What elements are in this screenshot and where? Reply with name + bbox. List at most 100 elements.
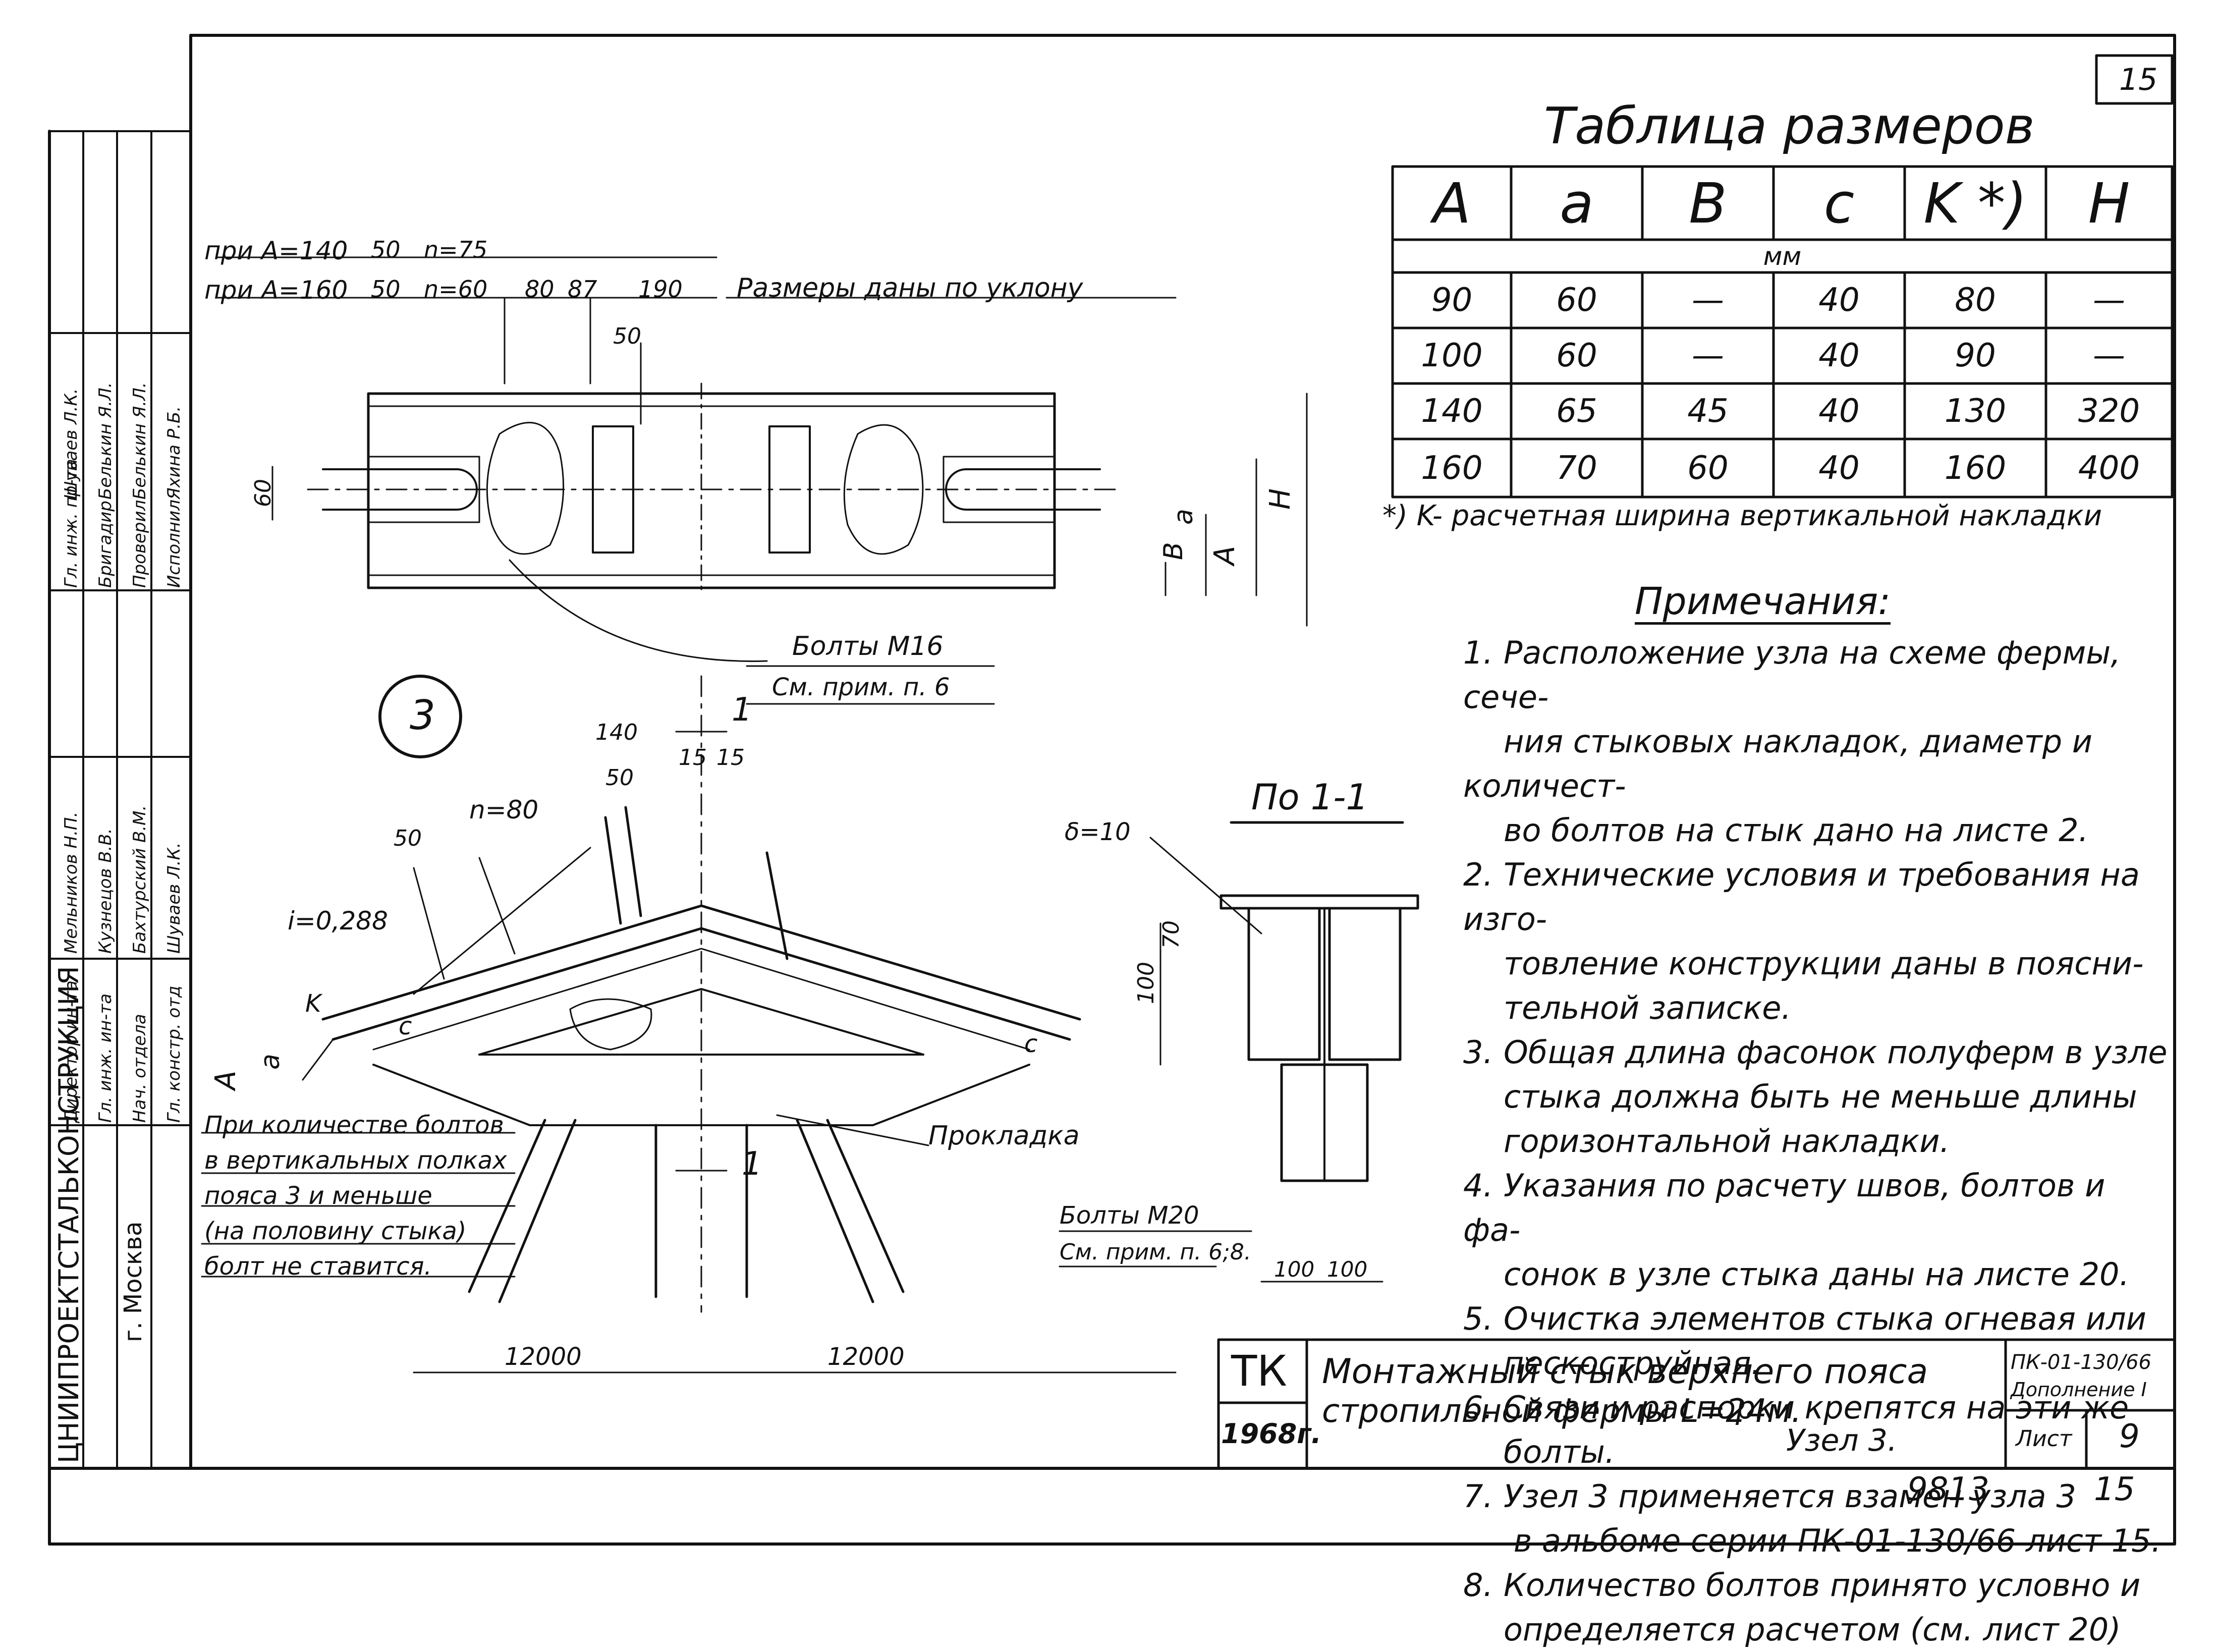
signature-text: Гл. инж. ин-та (95, 993, 116, 1123)
table-cell: 80 (1955, 282, 1996, 319)
signature-text: Шуваев Л.К. (164, 842, 184, 954)
note-line: определяется расчетом (см. лист 20) (1463, 1608, 2170, 1652)
drawing-canvas (48, 34, 2176, 1546)
table-cell: 65 (1556, 393, 1597, 430)
notes-title: Примечания: (1635, 583, 1891, 625)
elev-dim-c: c (399, 1012, 412, 1040)
signature-text: Яхина Р.Б. (164, 406, 184, 500)
table-cell: — (1692, 282, 1724, 319)
series-code: ПК-01-130/66 (2011, 1351, 2151, 1374)
table-units: мм (1763, 241, 1802, 271)
bolts-m20-ref: См. прим. п. 6;8. (1060, 1239, 1251, 1265)
note-text: Указания по расчету швов, болтов и фа- (1463, 1167, 2105, 1248)
note-line: товление конструкции даны в поясни- (1463, 942, 2170, 986)
table-header-H: H (2088, 171, 2130, 236)
dim-60v: 60 (250, 479, 276, 507)
bolt-note-line: болт не ставится. (204, 1252, 432, 1281)
elev-dim-n80: n=80 (469, 795, 539, 824)
table-cell: 130 (1944, 393, 2007, 430)
table-cell: 160 (1944, 449, 2007, 487)
dim-190: 190 (638, 276, 683, 303)
dim-a140-label: при A=140 (204, 236, 348, 265)
table-cell: — (2093, 282, 2125, 319)
signature-text: Бахтурский В.М. (130, 805, 150, 954)
table-title: Таблица размеров (1544, 96, 2035, 155)
title-block-grid (1217, 1338, 2176, 1470)
note-text: Очистка элементов стыка огневая или (1504, 1300, 2146, 1337)
note-number: 8. (1463, 1567, 1493, 1604)
elev-dim-15b: 15 (716, 745, 745, 770)
table-header-a: a (1560, 171, 1594, 236)
table-cell: 140 (1421, 393, 1483, 430)
note-line: во болтов на стык дано на листе 2. (1463, 808, 2170, 853)
dim-80: 80 (525, 276, 555, 303)
table-cell: — (2093, 337, 2125, 374)
tk-year: 1968г. (1221, 1418, 1322, 1450)
table-cell: 90 (1955, 337, 1996, 374)
section-delta: δ=10 (1065, 818, 1131, 846)
notes-list: 1.Расположение узла на схеме фермы, сече… (1463, 631, 2170, 1652)
bolts-m16-label: Болты M16 (792, 631, 944, 662)
note-text: в альбоме серии ПК-01-130/66 лист 15. (1504, 1522, 2161, 1559)
bolt-note-line: пояса 3 и меньше (204, 1182, 432, 1210)
note-line: в альбоме серии ПК-01-130/66 лист 15. (1463, 1519, 2170, 1563)
note-line: пескоструйная. (1463, 1341, 2170, 1386)
note-text: болты. (1504, 1434, 1615, 1470)
table-header-K: K *) (1923, 171, 2027, 236)
sheet-label: Лист (2016, 1426, 2072, 1452)
section-b100b: 100 (1327, 1257, 1368, 1282)
bolts-m16-ref: См. прим. п. 6 (772, 673, 950, 701)
span-left: 12000 (505, 1343, 582, 1371)
note-item: 2.Технические условия и требования на из… (1463, 853, 2170, 1030)
signature-text: Исполнил (164, 500, 184, 588)
note-item: 5.Очистка элементов стыка огневая или пес… (1463, 1297, 2170, 1386)
note-line: 3.Общая длина фасонок полуферм в узле (1463, 1030, 2170, 1075)
note-text: сонок в узле стыка даны на листе 20. (1504, 1256, 2130, 1293)
node-title: Узел 3. (1786, 1423, 1898, 1458)
table-cell: 40 (1818, 449, 1860, 487)
note-line: стыка должна быть не меньше длины (1463, 1075, 2170, 1119)
note-item: 4.Указания по расчету швов, болтов и фа-… (1463, 1164, 2170, 1297)
dim-a: a (1169, 509, 1199, 525)
table-header-A: A (1432, 171, 1471, 236)
section-dim-70: 70 (1158, 920, 1184, 949)
bolts-m20-label: Болты M20 (1060, 1201, 1199, 1230)
signature-text: Проверил (130, 500, 150, 588)
note-text: горизонтальной накладки. (1504, 1123, 1950, 1160)
dim-87: 87 (568, 276, 597, 303)
table-cell: 60 (1687, 449, 1729, 487)
note-line: горизонтальной накладки. (1463, 1119, 2170, 1164)
note-line: 6.Связи и распорки крепятся на эти же (1463, 1386, 2170, 1430)
table-cell: 60 (1556, 282, 1597, 319)
table-cell: 70 (1556, 449, 1597, 487)
table-header-B: B (1689, 171, 1727, 236)
note-line: тельной записке. (1463, 986, 2170, 1030)
elev-dim-50a: 50 (605, 765, 634, 791)
bolt-note-line: При количестве болтов (204, 1111, 504, 1139)
elev-dim-50b: 50 (394, 825, 422, 851)
signature-text: Бригадир (95, 501, 116, 588)
plan-view (216, 256, 1308, 705)
gasket-label: Прокладка (928, 1121, 1080, 1151)
note-text: Технические условия и требования на изго… (1463, 856, 2140, 938)
note-text: Узел 3 применяется взамен узла 3 (1504, 1478, 2076, 1515)
note-text: ния стыковых накладок, диаметр и количес… (1463, 723, 2093, 804)
signature-text: Нач. отдела (130, 1014, 150, 1123)
note-line: 5.Очистка элементов стыка огневая или (1463, 1297, 2170, 1341)
dim-n60: n=60 (424, 276, 488, 303)
truss-elevation (201, 675, 1177, 1373)
signature-text: Кузнецов В.В. (95, 828, 116, 954)
table-cell: 400 (2078, 449, 2140, 487)
section-dim-100: 100 (1133, 962, 1159, 1004)
table-cell: — (1692, 337, 1724, 374)
note-line: 4.Указания по расчету швов, болтов и фа- (1463, 1164, 2170, 1252)
note-text: пескоструйная. (1504, 1345, 1761, 1382)
dim-A: A (1208, 545, 1241, 565)
note-number: 6. (1463, 1389, 1493, 1426)
note-number: 3. (1463, 1034, 1493, 1071)
signature-text: Гл. констр. отд (164, 985, 184, 1123)
note-item: 6.Связи и распорки крепятся на эти же бол… (1463, 1386, 2170, 1474)
